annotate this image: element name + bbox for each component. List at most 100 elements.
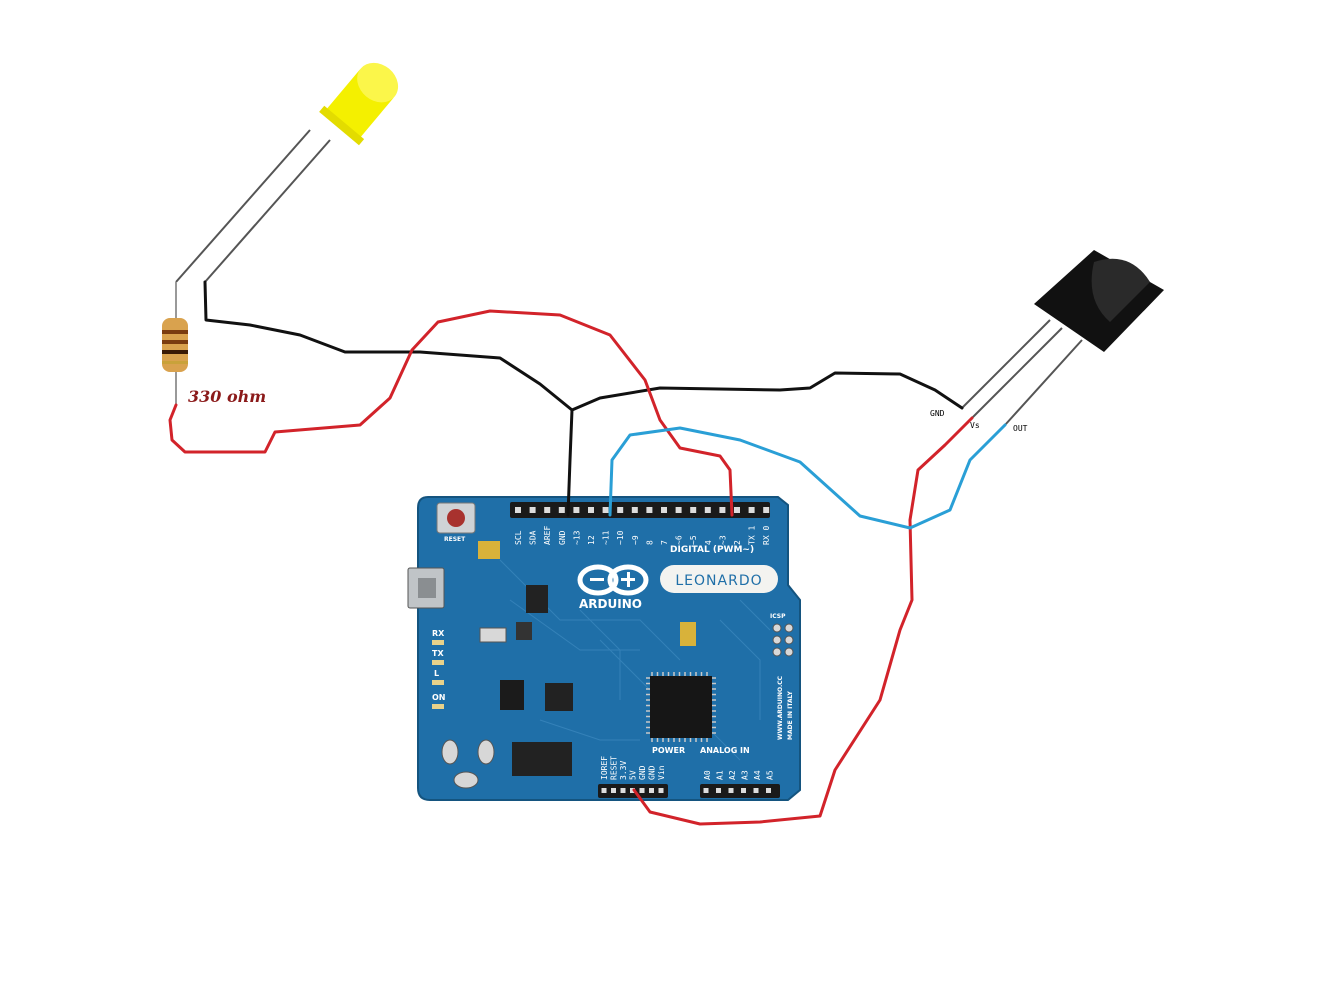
power-regulator-block: [512, 742, 572, 776]
mounting-hole: [441, 739, 459, 765]
sensor-lens: [1091, 258, 1150, 322]
header-socket[interactable]: [658, 788, 664, 793]
small-ic: [516, 622, 532, 640]
icsp-label: ICSP: [770, 613, 786, 620]
header-socket[interactable]: [703, 788, 709, 793]
header-socket[interactable]: [661, 507, 667, 513]
digital-header-strip: [510, 502, 770, 518]
model-badge: [660, 565, 778, 593]
status-leds: [432, 640, 444, 709]
usb-chip: [545, 683, 573, 711]
header-socket[interactable]: [649, 788, 654, 793]
header-socket[interactable]: [573, 507, 580, 513]
header-socket[interactable]: [728, 788, 734, 793]
header-socket[interactable]: [620, 788, 626, 793]
pcb-traces: [499, 559, 771, 761]
digital-pin-label: ~3: [718, 535, 727, 545]
reset-label: RESET: [444, 536, 466, 543]
power-pin-label: GND: [648, 765, 657, 780]
atmega32u4-chip: [646, 672, 716, 742]
mounting-hole: [477, 739, 495, 765]
resistor-value-label: 330 ohm: [188, 387, 266, 406]
led-signal-wire-red: [168, 309, 734, 517]
led-label-tx: TX: [432, 649, 444, 658]
digital-pin-label: AREF: [543, 526, 552, 545]
header-socket[interactable]: [602, 507, 609, 513]
icsp-pin[interactable]: [772, 635, 782, 645]
header-socket[interactable]: [529, 507, 536, 513]
analog-pin-label: A5: [766, 770, 775, 780]
header-socket[interactable]: [690, 507, 697, 513]
sensor-pin-out-leg: [1004, 339, 1083, 426]
header-socket[interactable]: [716, 788, 721, 793]
analog-pin-label: A0: [703, 770, 712, 780]
header-socket[interactable]: [741, 788, 746, 793]
header-socket[interactable]: [734, 507, 740, 513]
header-socket[interactable]: [611, 788, 616, 793]
header-socket[interactable]: [766, 788, 771, 793]
icsp-pin[interactable]: [784, 623, 794, 633]
power-pin-label: 5V: [629, 770, 638, 780]
icsp-pin[interactable]: [772, 623, 782, 633]
ground-wire-black: [203, 280, 964, 517]
header-socket[interactable]: [639, 788, 645, 793]
icsp-pin[interactable]: [784, 647, 794, 657]
digital-pin-label: RX 0: [762, 526, 771, 545]
power-pin-label: RESET: [610, 756, 619, 780]
led-leg-long: [175, 129, 311, 283]
header-socket[interactable]: [704, 507, 711, 513]
analog-pin-label: A3: [741, 770, 750, 780]
header-socket[interactable]: [558, 507, 565, 513]
micro-usb-opening: [418, 578, 436, 598]
digital-pin-label: ~11: [602, 530, 611, 545]
mounting-hole: [453, 771, 479, 789]
brand-label: ARDUINO: [579, 597, 642, 611]
icsp-pin[interactable]: [784, 635, 794, 645]
website-text: WWW.ARDUINO.CC: [777, 675, 784, 740]
header-socket[interactable]: [748, 507, 755, 513]
made-in-text: MADE IN ITALY: [787, 690, 794, 740]
sensor-pin-vs: Vs: [970, 421, 980, 430]
icsp-pin[interactable]: [772, 647, 782, 657]
digital-pin-label: GND: [558, 530, 567, 545]
digital-header-sockets: [515, 507, 770, 513]
analog-pin-label: A1: [716, 770, 725, 780]
header-socket[interactable]: [544, 507, 551, 513]
header-socket[interactable]: [646, 507, 653, 513]
reset-button-cap[interactable]: [447, 509, 465, 527]
header-socket[interactable]: [675, 507, 682, 513]
header-socket[interactable]: [601, 788, 607, 793]
header-socket[interactable]: [719, 507, 726, 513]
analog-header-strip: [700, 784, 780, 798]
header-socket[interactable]: [617, 507, 624, 513]
led-leg-short: [204, 139, 331, 283]
bottom-header-sockets: [601, 788, 771, 793]
digital-pin-label: ~9: [631, 535, 640, 545]
digital-pin-label: SDA: [529, 530, 538, 545]
small-capacitor: [680, 622, 696, 646]
header-socket[interactable]: [630, 788, 635, 793]
header-socket[interactable]: [631, 507, 638, 513]
power-pin-label: 3.3V: [619, 761, 628, 780]
led-label-rx: RX: [432, 629, 445, 638]
header-socket[interactable]: [515, 507, 521, 513]
digital-pin-label: ~13: [572, 530, 581, 545]
resistor-330: [162, 282, 188, 405]
analog-pin-label: A2: [728, 770, 737, 780]
digital-pin-label: 4: [704, 540, 713, 545]
header-socket[interactable]: [763, 507, 770, 513]
sensor-pin-gnd-leg: [961, 319, 1051, 409]
led-dome: [357, 62, 399, 103]
led-label-l: L: [434, 669, 439, 678]
digital-pin-label: 7: [660, 540, 669, 545]
header-socket[interactable]: [753, 788, 759, 793]
signal-wire-blue: [608, 423, 1007, 530]
digital-pin-label: ~6: [675, 535, 684, 545]
header-socket[interactable]: [588, 507, 594, 513]
regulator-chip: [526, 585, 548, 613]
capacitor: [478, 541, 500, 559]
analog-pin-label: A4: [753, 770, 762, 780]
